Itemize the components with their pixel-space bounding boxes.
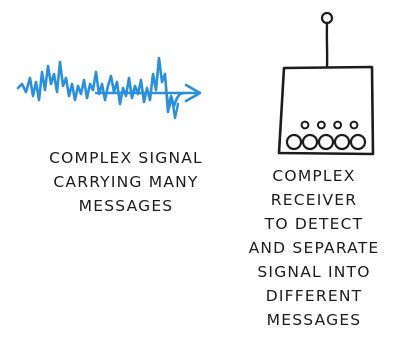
signal-caption-line: COMPLEX SIGNAL <box>49 149 203 167</box>
receiver-dial-row <box>285 133 367 151</box>
receiver-caption-line: TO DETECT <box>264 215 364 233</box>
receiver-caption: COMPLEX RECEIVER TO DETECT AND SEPARATE … <box>222 164 406 332</box>
receiver-caption-line: MESSAGES <box>266 311 362 329</box>
receiver-caption-line: DIFFERENT <box>265 287 363 305</box>
receiver-caption-line: COMPLEX <box>272 167 356 185</box>
waveform-line <box>16 56 186 114</box>
signal-caption: COMPLEX SIGNAL CARRYING MANY MESSAGES <box>10 146 242 218</box>
receiver-dial <box>349 133 367 151</box>
antenna-tip <box>320 11 334 25</box>
receiver-knob <box>316 120 326 130</box>
signal-caption-line: MESSAGES <box>78 197 174 215</box>
receiver-dial <box>317 133 335 151</box>
receiver-icon <box>277 11 375 156</box>
signal-arrowhead-icon <box>184 83 202 103</box>
receiver-dial <box>301 133 319 151</box>
receiver-dial <box>285 133 303 151</box>
receiver-knob <box>349 120 359 130</box>
signal-caption-line: CARRYING MANY <box>53 173 199 191</box>
receiver-caption-line: AND SEPARATE <box>248 239 380 257</box>
receiver-caption-line: SIGNAL INTO <box>257 263 371 281</box>
receiver-knob <box>300 120 310 130</box>
receiver-knob <box>333 120 343 130</box>
signal-waveform <box>16 56 202 120</box>
waveform-tail-spike <box>164 88 180 120</box>
receiver-dial <box>333 133 351 151</box>
receiver-caption-line: RECEIVER <box>270 191 358 209</box>
receiver-box <box>277 65 375 156</box>
receiver-knob-row <box>300 120 359 130</box>
